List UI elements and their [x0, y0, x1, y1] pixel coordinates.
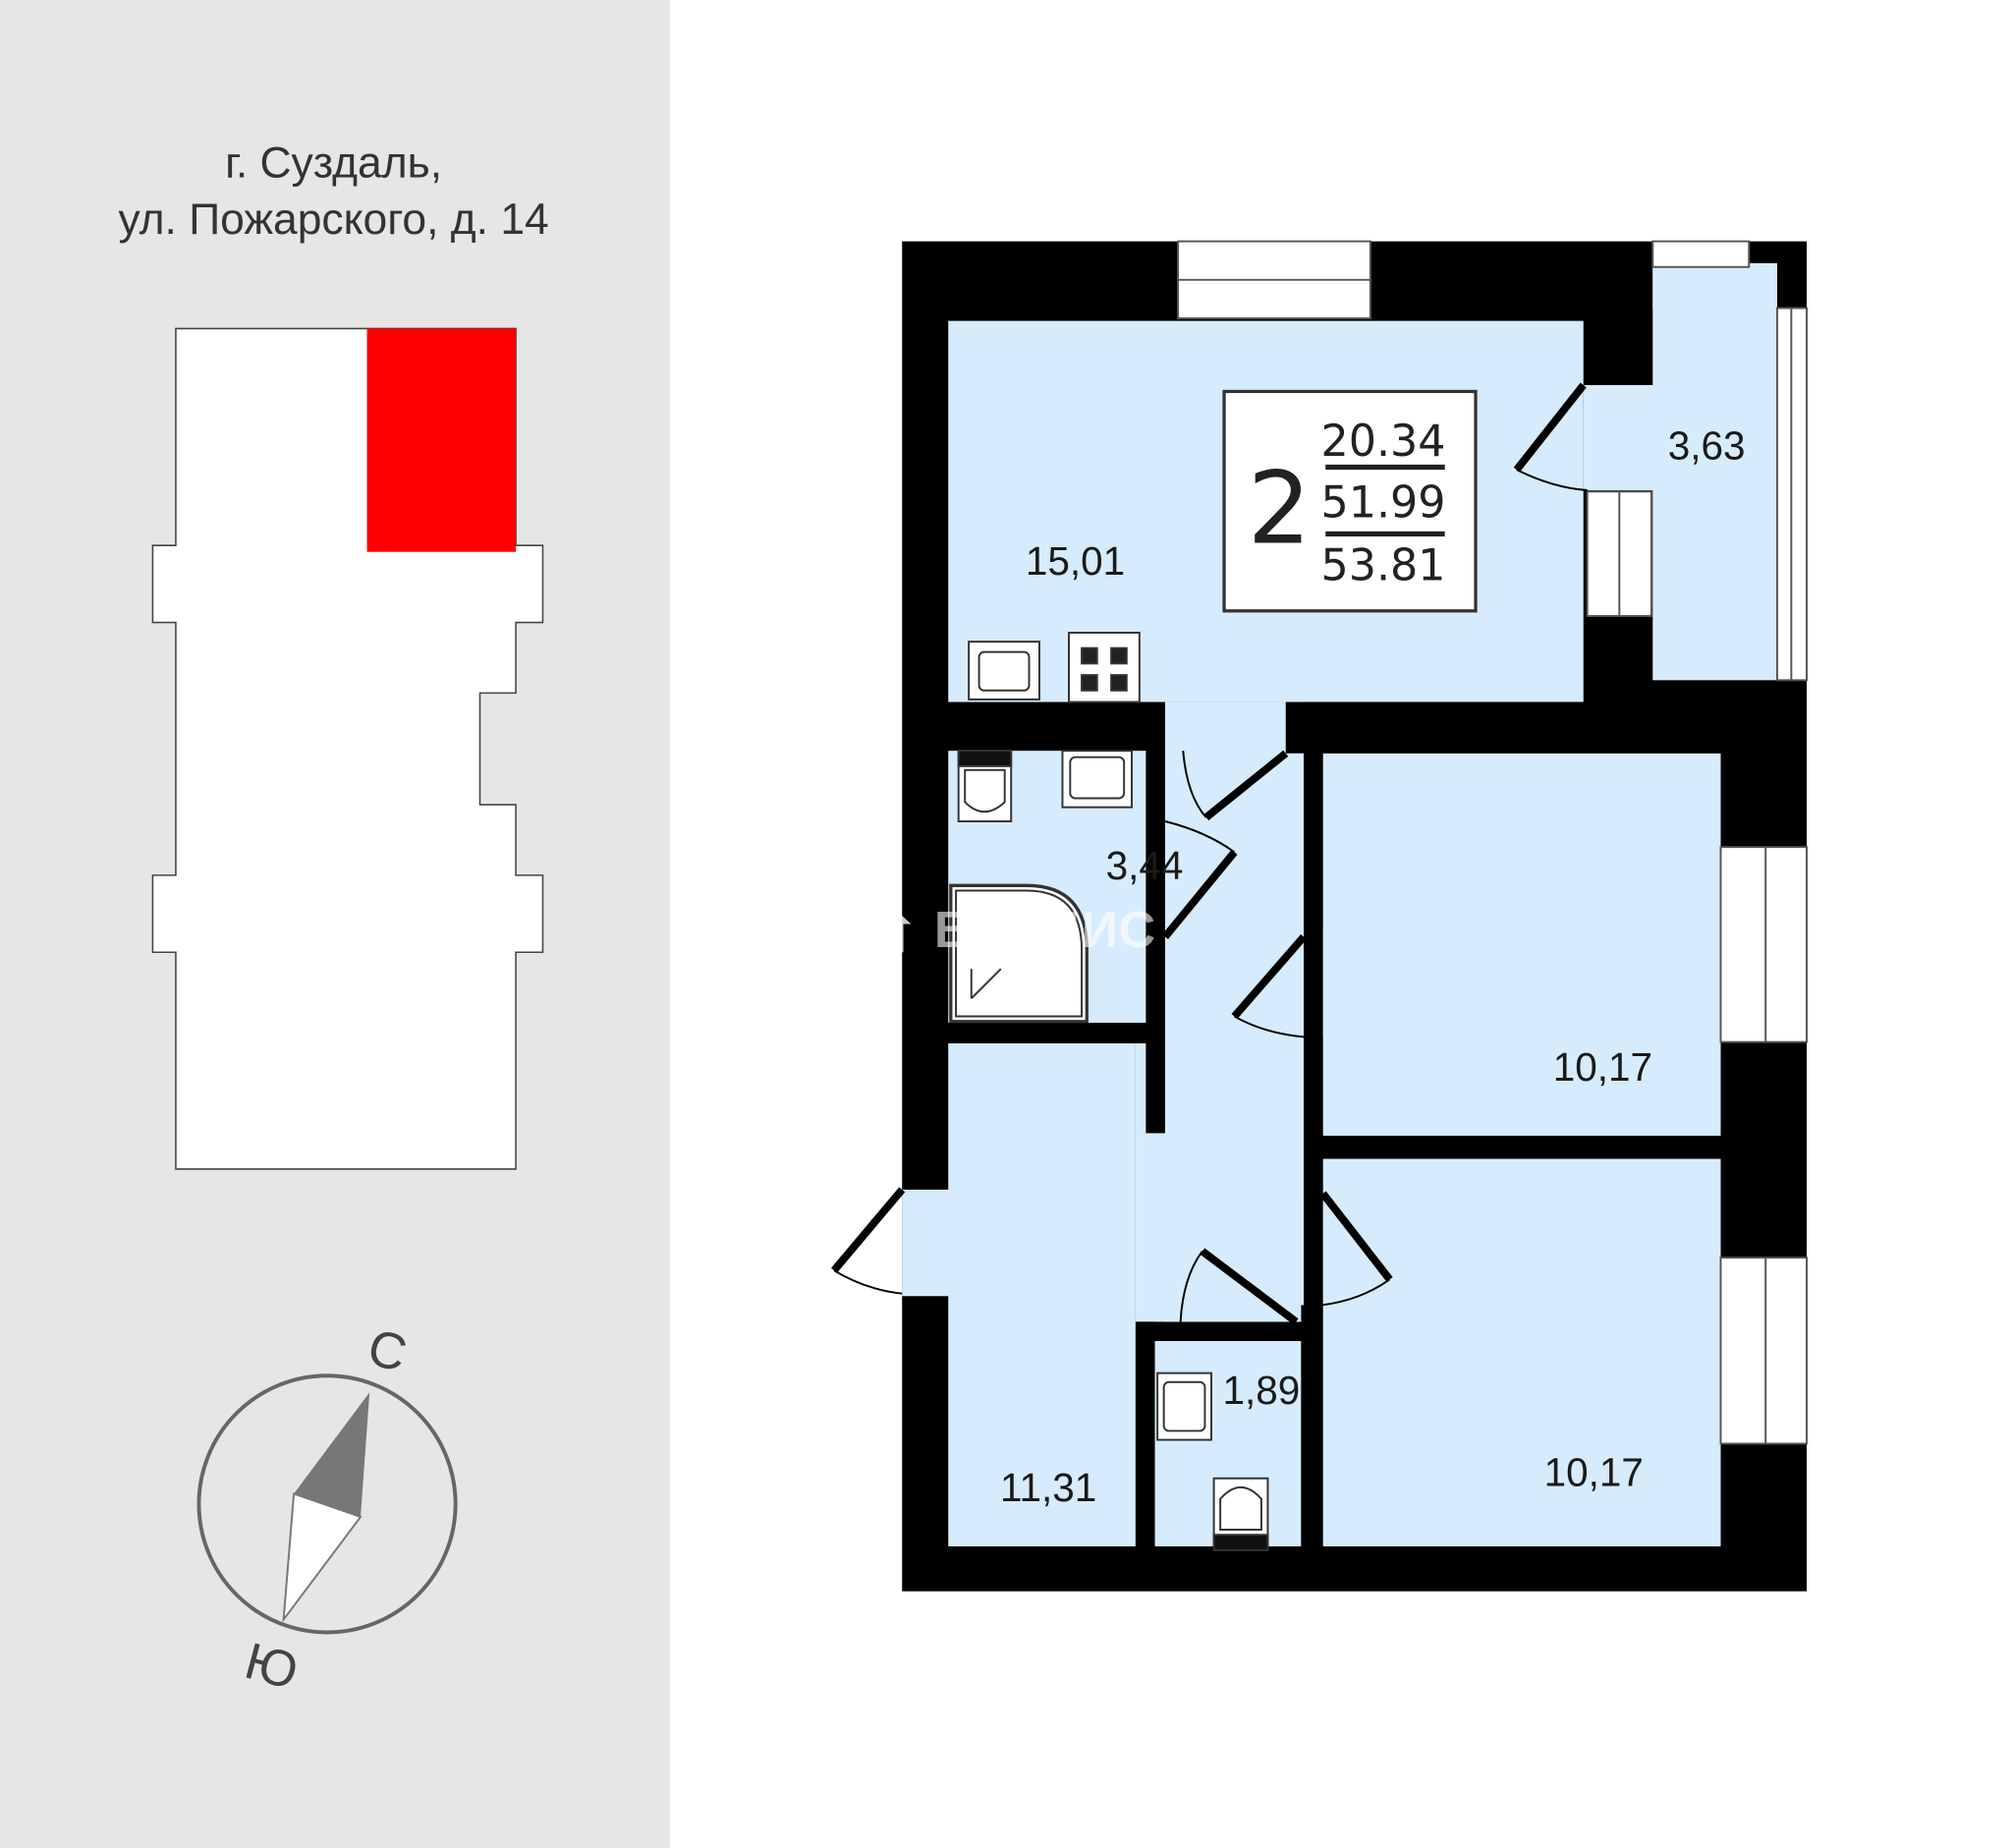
- living-area: 20.34: [1320, 417, 1445, 467]
- apartment-location-highlight: [366, 328, 517, 552]
- room-bedroom-1: [1322, 753, 1721, 1137]
- address-line-2: ул. Пожарского, д. 14: [118, 196, 548, 244]
- watermark: ВЛАДИС: [847, 894, 1155, 959]
- room-hallway: [948, 1042, 1136, 1546]
- watermark-text: ВЛАДИС: [934, 902, 1155, 959]
- apartment-plan: ВЛАДИС 15,01 3,63 3,44 10,17 11,31 1,89 …: [830, 240, 1808, 1592]
- apartment-summary-box: 2 20.34 51.99 53.81: [1222, 389, 1478, 613]
- total-area-with-balcony: 53.81: [1320, 540, 1445, 590]
- area-bathroom: 3,44: [1106, 843, 1184, 888]
- bathroom-toilet-icon: [957, 750, 1013, 822]
- window-bedroom-2: [1719, 1257, 1808, 1445]
- entrance-opening: [902, 1189, 954, 1297]
- compass-north-needle-icon: [294, 1392, 370, 1517]
- compass-south-needle-icon: [282, 1492, 363, 1623]
- toilet-room-sink-icon: [1156, 1372, 1212, 1441]
- room-balcony: [1652, 262, 1777, 681]
- rooms-count: 2: [1248, 451, 1312, 568]
- toilet-icon: [1212, 1477, 1269, 1551]
- windows: [1177, 240, 1808, 1445]
- watermark-house-icon: [847, 894, 912, 953]
- area-kitchen: 15,01: [1026, 538, 1125, 584]
- window-bedroom-1: [1719, 846, 1808, 1043]
- area-bedroom-1: 10,17: [1553, 1044, 1652, 1090]
- area-toilet: 1,89: [1223, 1368, 1301, 1413]
- area-hallway: 11,31: [1000, 1465, 1096, 1510]
- shower-icon: [949, 883, 1089, 1024]
- area-balcony: 3,63: [1668, 423, 1746, 469]
- room-bedroom-2: [1322, 1158, 1721, 1546]
- address-line-1: г. Суздаль,: [225, 139, 442, 187]
- total-area: 51.99: [1320, 477, 1445, 528]
- bathroom-sink-icon: [1061, 750, 1133, 809]
- area-bedroom-2: 10,17: [1544, 1450, 1644, 1495]
- stove-icon: [1068, 632, 1141, 703]
- doors: [830, 382, 1588, 1325]
- kitchen-sink-icon: [968, 641, 1040, 700]
